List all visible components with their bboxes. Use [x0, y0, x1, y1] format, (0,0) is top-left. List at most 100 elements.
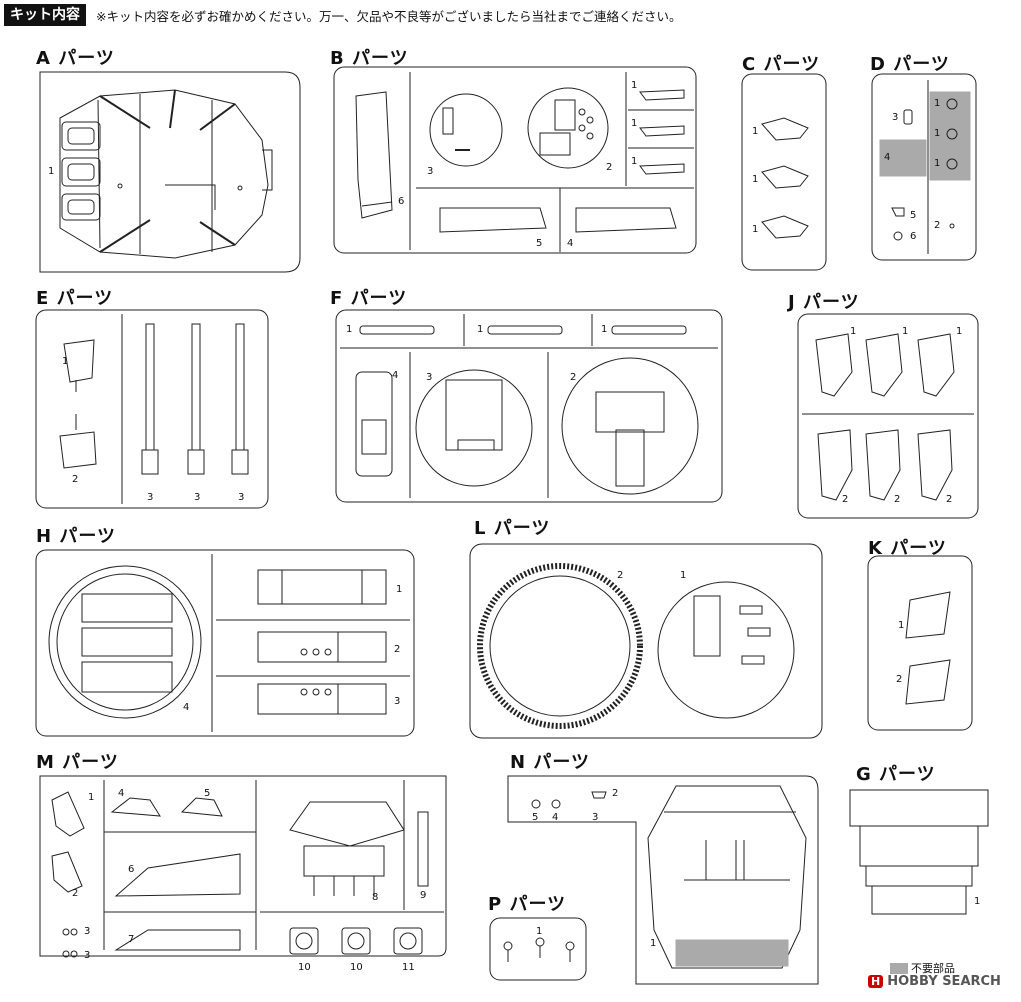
part-number: 6 [398, 196, 405, 207]
part-number: 4 [884, 152, 891, 163]
part-number: 6 [910, 231, 917, 242]
part-number: 3 [84, 926, 91, 937]
part-number: 1 [631, 118, 638, 129]
part-m8 [289, 801, 405, 896]
part-number: 4 [183, 702, 190, 713]
part-number: 1 [88, 792, 95, 803]
part-f3 [415, 369, 533, 487]
sprue-d-frame [871, 73, 977, 261]
part-number: 1 [536, 926, 543, 937]
part-number: 1 [650, 938, 657, 949]
part-number: 1 [631, 80, 638, 91]
sprue-h-title: H パーツ [36, 526, 116, 547]
part-number: 4 [567, 238, 574, 249]
sprue-f-title: F パーツ [330, 288, 408, 309]
part-e3-antennas [141, 323, 249, 475]
part-number: 2 [570, 372, 577, 383]
part-number: 2 [72, 474, 79, 485]
part-number: 1 [850, 326, 857, 337]
sprue-m-frame [39, 775, 447, 957]
sprue-k-title: K パーツ [868, 538, 947, 559]
part-number: 2 [842, 494, 849, 505]
part-number: 1 [631, 156, 638, 167]
part-number: 1 [346, 324, 353, 335]
part-number: 1 [62, 356, 69, 367]
part-number: 1 [477, 324, 484, 335]
unneeded-part-d4 [879, 139, 927, 177]
part-e2 [59, 414, 97, 469]
sprue-f-frame [335, 309, 723, 503]
part-g1-turret-stack [849, 789, 989, 915]
part-number: 2 [612, 788, 619, 799]
kit-contents-label: キット内容 [4, 4, 86, 26]
part-number: 1 [898, 620, 905, 631]
sprue-d-title: D パーツ [870, 54, 950, 75]
part-number: 3 [592, 812, 599, 823]
part-number: 4 [552, 812, 559, 823]
part-number: 2 [934, 220, 941, 231]
part-number: 2 [394, 644, 401, 655]
watermark: H HOBBY SEARCH [868, 974, 1001, 989]
part-m7 [114, 929, 241, 951]
part-b2 [527, 87, 609, 169]
part-number: 4 [118, 788, 125, 799]
part-number: 2 [946, 494, 953, 505]
part-l1 [657, 581, 795, 719]
part-number: 2 [72, 888, 79, 899]
part-b5 [439, 207, 547, 233]
part-number: 3 [426, 372, 433, 383]
sprue-l-frame [469, 543, 823, 739]
part-number: 1 [752, 174, 759, 185]
part-k1 [905, 591, 951, 639]
part-b6 [355, 91, 393, 219]
part-number: 5 [532, 812, 539, 823]
legend-label: 不要部品 [911, 962, 955, 975]
part-number: 3 [427, 166, 434, 177]
sprue-g-title: G パーツ [856, 764, 936, 785]
part-m6 [114, 853, 241, 897]
part-d1-pieces [946, 98, 958, 170]
sprue-b-title: B パーツ [330, 48, 409, 69]
part-d3 [903, 109, 913, 125]
part-b3 [429, 93, 503, 167]
part-h3 [257, 683, 387, 715]
sprue-p-title: P パーツ [488, 894, 567, 915]
kit-contents-note: ※キット内容を必ずお確かめください。万一、欠品や不良等がございましたら当社までご… [96, 8, 682, 24]
part-number: 3 [238, 492, 245, 503]
part-l2-ring [477, 563, 643, 729]
part-a1-hull [59, 89, 273, 259]
part-number: 1 [680, 570, 687, 581]
sprue-p-frame [489, 917, 587, 981]
part-m9 [417, 811, 429, 887]
part-m2 [51, 851, 83, 893]
part-number: 3 [394, 696, 401, 707]
part-number: 7 [128, 934, 135, 945]
part-number: 1 [902, 326, 909, 337]
part-number: 3 [147, 492, 154, 503]
sprue-n-frame [507, 775, 819, 985]
part-number: 9 [420, 890, 427, 901]
part-number: 4 [392, 370, 399, 381]
part-number: 3 [892, 112, 899, 123]
part-number: 1 [752, 224, 759, 235]
part-number: 1 [601, 324, 608, 335]
part-number: 2 [894, 494, 901, 505]
unneeded-parts-legend: 不要部品 [890, 960, 955, 976]
part-number: 3 [194, 492, 201, 503]
part-number: 2 [606, 162, 613, 173]
part-number: 5 [204, 788, 211, 799]
part-number: 1 [956, 326, 963, 337]
part-m3-pieces [62, 928, 78, 958]
part-m5 [180, 797, 223, 817]
part-p1-pieces [503, 937, 575, 962]
part-k2 [905, 659, 951, 705]
unneeded-parts-d1 [929, 91, 971, 181]
sprue-n-title: N パーツ [510, 752, 590, 773]
part-m4 [110, 797, 161, 817]
part-b4 [575, 207, 677, 233]
part-f4 [355, 371, 393, 477]
part-number: 1 [934, 128, 941, 139]
part-d2 [949, 223, 955, 229]
sprue-a-title: A パーツ [36, 48, 115, 69]
part-number: 1 [48, 166, 55, 177]
